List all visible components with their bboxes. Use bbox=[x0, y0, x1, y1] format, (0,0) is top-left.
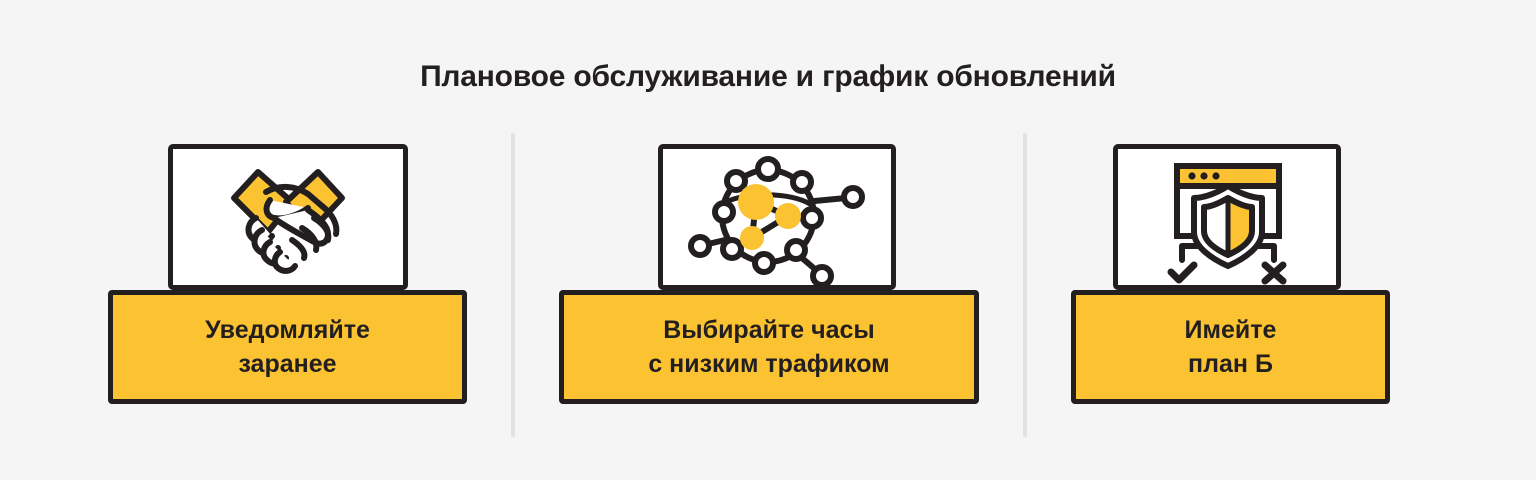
banner-have-plan-b[interactable]: Имейте план Б bbox=[1071, 290, 1390, 404]
page-title: Плановое обслуживание и график обновлени… bbox=[420, 60, 1116, 93]
banner-low-traffic-hours[interactable]: Выбирайте часы с низким трафиком bbox=[559, 290, 979, 404]
banner-label-2: Выбирайте часы с низким трафиком bbox=[648, 316, 890, 378]
banner-label-1: Уведомляйте заранее bbox=[205, 316, 370, 378]
banner-notify-in-advance[interactable]: Уведомляйте заранее bbox=[108, 290, 467, 404]
network-globe-icon bbox=[688, 156, 865, 286]
section-divider-2 bbox=[1023, 133, 1027, 437]
browser-shield-icon bbox=[1167, 163, 1287, 285]
section-divider-1 bbox=[511, 133, 515, 437]
banner-label-3: Имейте план Б bbox=[1184, 316, 1277, 378]
handshake-icon bbox=[231, 169, 345, 274]
